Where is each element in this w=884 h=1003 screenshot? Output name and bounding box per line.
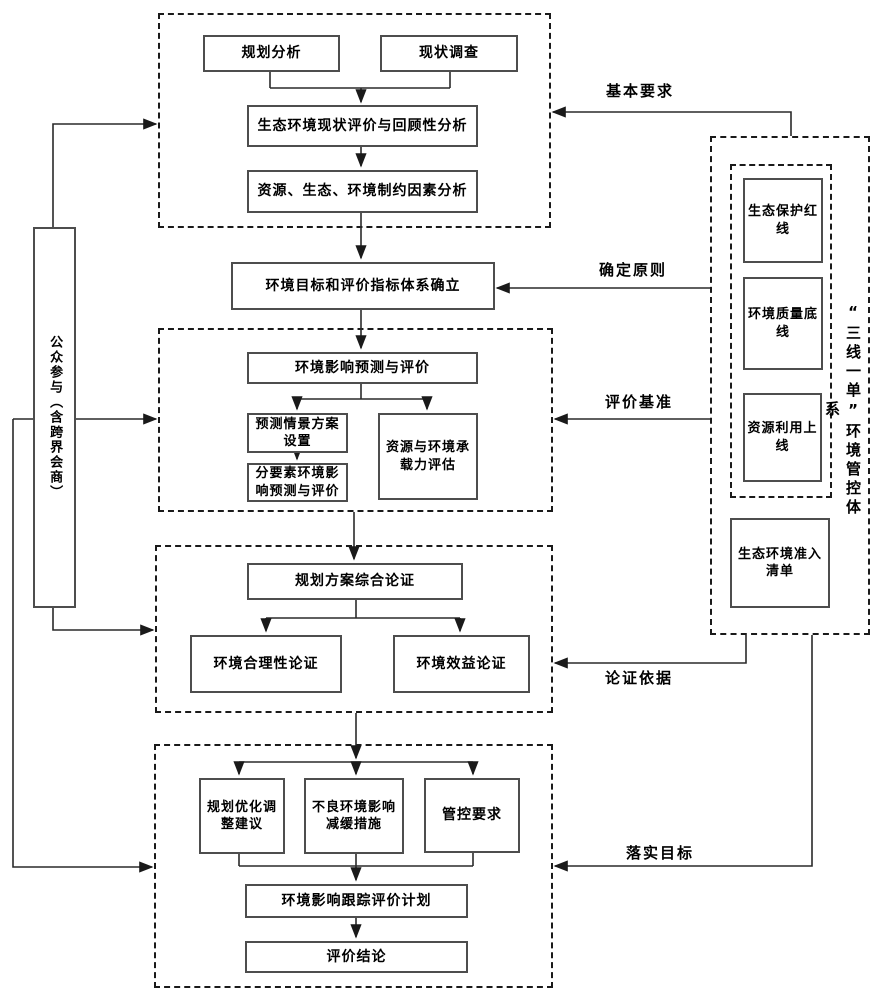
box-ecological-red-line: 生态保护红线 [743,178,823,263]
label-implement-goals: 落实目标 [626,844,695,862]
label-determine-principles: 确定原则 [599,261,668,279]
arrow-public-to-stage3 [52,608,155,636]
box-by-element-prediction: 分要素环境影响预测与评价 [247,463,348,502]
box-mitigation-measures: 不良环境影响减缓措施 [304,778,404,854]
arrow-basic-requirements [551,106,792,136]
box-status-survey: 现状调查 [380,35,518,72]
box-optimization-suggestion: 规划优化调整建议 [199,778,285,854]
box-control-requirements: 管控要求 [424,778,520,853]
box-benefit-demonstration: 环境效益论证 [393,635,530,693]
box-public-participation: 公众参与（含跨界会商） [33,227,76,608]
box-constraint-analysis: 资源、生态、环境制约因素分析 [247,170,478,213]
stage4-container [154,744,553,988]
box-scenario-setting: 预测情景方案设置 [247,413,348,453]
box-resource-upper-line: 资源利用上线 [743,393,822,482]
box-access-list: 生态环境准入清单 [730,518,830,608]
box-tracking-plan: 环境影响跟踪评价计划 [245,884,468,918]
stage1-container [158,13,551,228]
three-lines-panel-title: “三线一单”环境管控体系 [823,302,862,518]
label-basic-requirements: 基本要求 [606,82,675,100]
box-quality-bottom-line: 环境质量底线 [743,277,823,370]
label-demonstration-basis: 论证依据 [605,669,674,687]
box-impact-prediction: 环境影响预测与评价 [247,352,478,384]
box-rationality-demonstration: 环境合理性论证 [190,635,342,693]
box-environmental-goals: 环境目标和评价指标体系确立 [231,262,495,310]
arrow-public-to-stage1 [52,118,158,227]
three-lines-inner-container [730,164,832,498]
box-carrying-capacity: 资源与环境承载力评估 [378,413,478,500]
arrow-implement-goals [553,635,813,872]
box-comprehensive-demonstration: 规划方案综合论证 [247,563,463,600]
label-evaluation-baseline: 评价基准 [605,393,674,411]
box-conclusion: 评价结论 [245,941,468,973]
stage2-container [158,328,553,512]
box-planning-analysis: 规划分析 [203,35,340,72]
arrow-demonstration-basis [553,635,747,669]
box-status-review: 生态环境现状评价与回顾性分析 [247,105,478,147]
three-lines-outer-container [710,136,870,635]
